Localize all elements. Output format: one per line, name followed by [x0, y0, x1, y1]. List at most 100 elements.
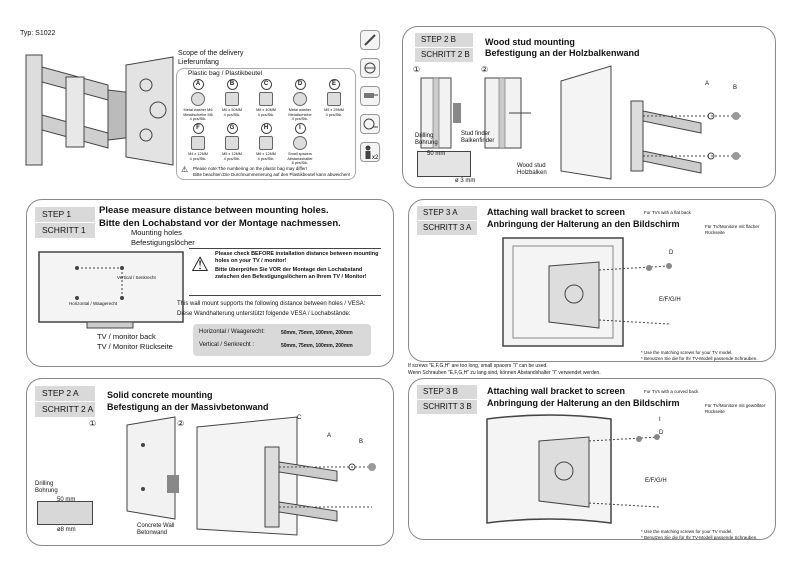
- vesa-vertical-values: 50mm, 75mm, 100mm, 200mm: [281, 343, 353, 349]
- step-2a-tab-de: SCHRITT 2 A: [35, 402, 95, 417]
- step-2b-num-1: ①: [413, 65, 421, 74]
- wood-stud-label-de: Holzbalken: [517, 170, 547, 176]
- scope-note-en: Please note:The numbering on the plastic…: [193, 166, 307, 171]
- part-description: M8 x 40MM: [256, 108, 276, 112]
- part-description: M6 x 50MM: [222, 108, 242, 112]
- part-a-icon: [191, 92, 205, 106]
- stud-finder-label-en: Stud finder: [461, 131, 491, 137]
- step-2a-num-2: ②: [177, 419, 185, 428]
- step-1-tab-en: STEP 1: [35, 207, 95, 222]
- product-illustration: [25, 54, 174, 166]
- part-description: M6 x 12MM: [256, 152, 276, 156]
- drill-length-dim: 50 mm: [427, 151, 446, 157]
- warning-box: ⚠ Please check BEFORE installation dista…: [189, 248, 381, 296]
- step-2a-drilling-de: Bohrung: [35, 488, 58, 494]
- part-quantity: 4 pcs/Stk.: [291, 117, 309, 121]
- scope-note-de: Bitte beachten:Die Durchnummerierung auf…: [193, 172, 351, 177]
- flat-tv-bracket-illustration: [502, 237, 672, 347]
- concrete-label-de: Betonwand: [137, 530, 168, 536]
- step-3a-note-en: * Use the matching screws for your TV mo…: [641, 350, 733, 355]
- wood-wall-illustration: [420, 77, 531, 149]
- step-3a-label-d: D: [669, 250, 674, 256]
- panel-step-3a: STEP 3 A SCHRITT 3 A Attaching wall brac…: [408, 199, 776, 362]
- horizontal-label: Horizontal / Waagerecht: [69, 301, 118, 306]
- part-letter-badge: D: [294, 79, 306, 90]
- step-2a-label-b: B: [359, 439, 364, 445]
- step-1-tab-de: SCHRITT 1: [35, 223, 95, 238]
- drilling-label-de: Bohrung: [415, 140, 438, 146]
- step-1-title-de: Bitte den Lochabstand vor der Montage na…: [99, 218, 341, 229]
- mounting-holes-label-de: Befestigungslöcher: [131, 238, 195, 247]
- drill-bit-icon: [360, 58, 380, 78]
- step-2a-label-c: C: [297, 415, 302, 421]
- part-quantity: 4 pcs/Stk.: [257, 112, 275, 117]
- step-3b-label-d: D: [659, 430, 664, 436]
- part-quantity: 4 pcs/Stk.: [223, 156, 241, 161]
- step-3b-screws-label: E/F/G/H: [645, 478, 667, 484]
- part-quantity: 4 pcs/Stk.: [257, 156, 275, 161]
- step-2a-drilling-en: Drilling: [35, 481, 54, 487]
- tv-back-illustration: [38, 251, 184, 329]
- part-letter-badge: H: [260, 123, 272, 134]
- step-3a-screws-label: E/F/G/H: [659, 297, 681, 303]
- step-3b-title-en: Attaching wall bracket to screen: [487, 386, 626, 396]
- part-description: M4 x 12MM: [188, 152, 208, 156]
- step-2b-title-de: Befestigung an der Holzbalkenwand: [485, 48, 640, 58]
- drill-depth-diagram: [417, 151, 471, 177]
- spacer-note-de: Wenn Schrauben "E,F,G,H" zu lang sind, k…: [408, 370, 601, 376]
- part-f-icon: [191, 136, 205, 150]
- part-letter-badge: I: [294, 123, 306, 134]
- curved-tv-bracket-illustration: [486, 414, 660, 524]
- tv-back-label-en: TV / monitor back: [97, 332, 156, 341]
- part-quantity: 8 pcs/Stk.: [291, 161, 309, 165]
- step-3a-tab-en: STEP 3 A: [417, 206, 477, 220]
- part-quantity: 4 pcs/Stk.: [189, 117, 207, 121]
- step-3b-sub-de: Für TV/Monitore mit gewölbter Rückseite: [705, 403, 766, 414]
- step-3b-label-i: I: [659, 417, 661, 423]
- step-3a-title-de: Anbringung der Halterung an den Bildschi…: [487, 219, 680, 229]
- part-quantity: 4 pcs/Stk.: [189, 156, 207, 161]
- vesa-info-de: Diese Wandhalterung unterstützt folgende…: [177, 311, 351, 317]
- step-3b-tab-de: SCHRITT 3 B: [417, 400, 477, 414]
- step-2a-tab-en: STEP 2 A: [35, 386, 95, 401]
- drill-diameter-dim: ø 3 mm: [455, 178, 476, 184]
- part-d-icon: [293, 92, 307, 106]
- warning-icon-large: ⚠: [191, 254, 209, 276]
- step-3b-note-en: * Use the matching screws for your TV mo…: [641, 529, 733, 534]
- step-3a-tab-de: SCHRITT 3 A: [417, 221, 477, 235]
- tools-column: x2: [360, 30, 380, 170]
- part-g-icon: [225, 136, 239, 150]
- step-1-title-en: Please measure distance between mounting…: [99, 205, 329, 216]
- step-2a-title-en: Solid concrete mounting: [107, 390, 213, 400]
- panel-step-1: STEP 1 SCHRITT 1 Please measure distance…: [26, 199, 394, 367]
- concrete-label-en: Concrete Wall: [137, 523, 175, 529]
- panel-step-2a: STEP 2 A SCHRITT 2 A Solid concrete moun…: [26, 378, 394, 546]
- scope-title-de: Lieferumfang: [178, 59, 219, 66]
- step-3b-tab-en: STEP 3 B: [417, 385, 477, 399]
- tape-measure-icon: [360, 114, 380, 134]
- warning-text-de: Bitte überprüfen Sie VOR der Montage den…: [215, 267, 367, 280]
- part-description: Small spacers Abstandshalter: [287, 152, 313, 161]
- step-2a-num-1: ①: [89, 419, 97, 428]
- spacer-note-en: If screws "E,F,G,H" are too long, small …: [408, 363, 548, 369]
- vesa-vertical-label: Vertical / Senkrecht :: [199, 342, 255, 348]
- panel-step-3b: STEP 3 B SCHRITT 3 B Attaching wall brac…: [408, 378, 776, 540]
- vesa-horizontal-label: Horizontal / Waagerecht:: [199, 329, 265, 335]
- wood-stud-label-en: Wood stud: [517, 163, 546, 169]
- part-e-icon: [327, 92, 341, 106]
- tv-back-label-de: TV / Monitor Rückseite: [97, 342, 173, 351]
- part-description: M5 x 25MM: [324, 108, 344, 112]
- part-description: Metal washer Metallscheibe: [288, 108, 312, 117]
- concrete-drill-depth-diagram: [37, 501, 93, 525]
- warning-text-en: Please check BEFORE installation distanc…: [215, 251, 379, 264]
- wood-mount-assembly: [560, 65, 741, 180]
